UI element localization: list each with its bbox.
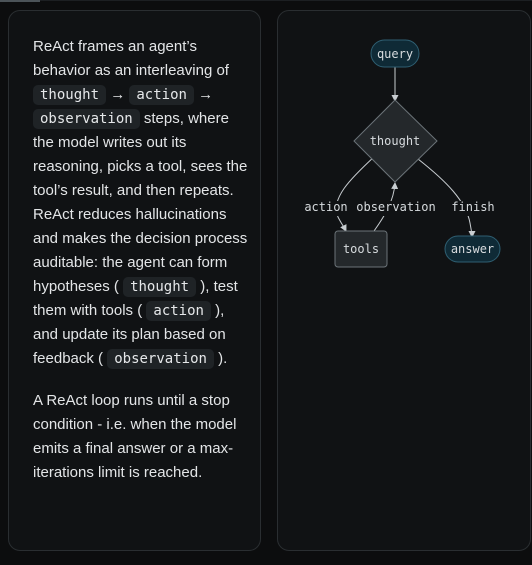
- edge-action: [335, 155, 376, 232]
- test-text: ), test them with tools (: [33, 278, 238, 319]
- edge-label-bg-finish: [452, 201, 494, 216]
- paragraph-2: A ReAct loop runs until a stop condition…: [33, 392, 237, 481]
- intro-text: ReAct frames an agent’s behavior as an i…: [33, 38, 229, 79]
- code-thought-2: thought: [123, 277, 197, 297]
- code-thought: thought: [33, 85, 107, 105]
- node-query-label: query: [377, 47, 413, 61]
- edge-label-finish: finish: [451, 200, 494, 214]
- arrow-glyph-2: →: [198, 86, 214, 103]
- explanation-panel: ReAct frames an agent’s behavior as an i…: [8, 10, 261, 551]
- update-text: ), and update its plan based on feedback…: [33, 302, 226, 367]
- node-answer: [444, 235, 501, 263]
- steps-text: steps, where the model writes out its re…: [33, 110, 248, 295]
- explanation-text: ReAct frames an agent’s behavior as an i…: [33, 35, 249, 485]
- code-observation: observation: [33, 109, 140, 129]
- code-observation-2: observation: [107, 349, 214, 369]
- code-action-2: action: [146, 301, 211, 321]
- edge-label-bg-action: [304, 201, 348, 216]
- top-accent-bar: [0, 0, 40, 2]
- node-query: [370, 39, 420, 68]
- react-loop-diagram: query thought tools answer action observ…: [304, 39, 501, 268]
- code-action: action: [129, 85, 194, 105]
- edge-label-action: action: [304, 200, 347, 214]
- node-tools-label: tools: [343, 242, 379, 256]
- diagram-panel: query thought tools answer action observ…: [277, 10, 531, 551]
- top-divider: [40, 0, 532, 1]
- edge-label-bg-observation: [357, 201, 435, 216]
- node-thought-label: thought: [370, 134, 421, 148]
- paragraph-1: ReAct frames an agent’s behavior as an i…: [33, 35, 249, 371]
- edge-label-observation: observation: [356, 200, 435, 214]
- edge-finish: [417, 158, 476, 238]
- arrow-glyph-1: →: [110, 86, 126, 103]
- node-answer-label: answer: [451, 242, 494, 256]
- node-thought: [353, 99, 438, 183]
- close-text: ).: [218, 350, 228, 367]
- node-tools: [334, 230, 388, 268]
